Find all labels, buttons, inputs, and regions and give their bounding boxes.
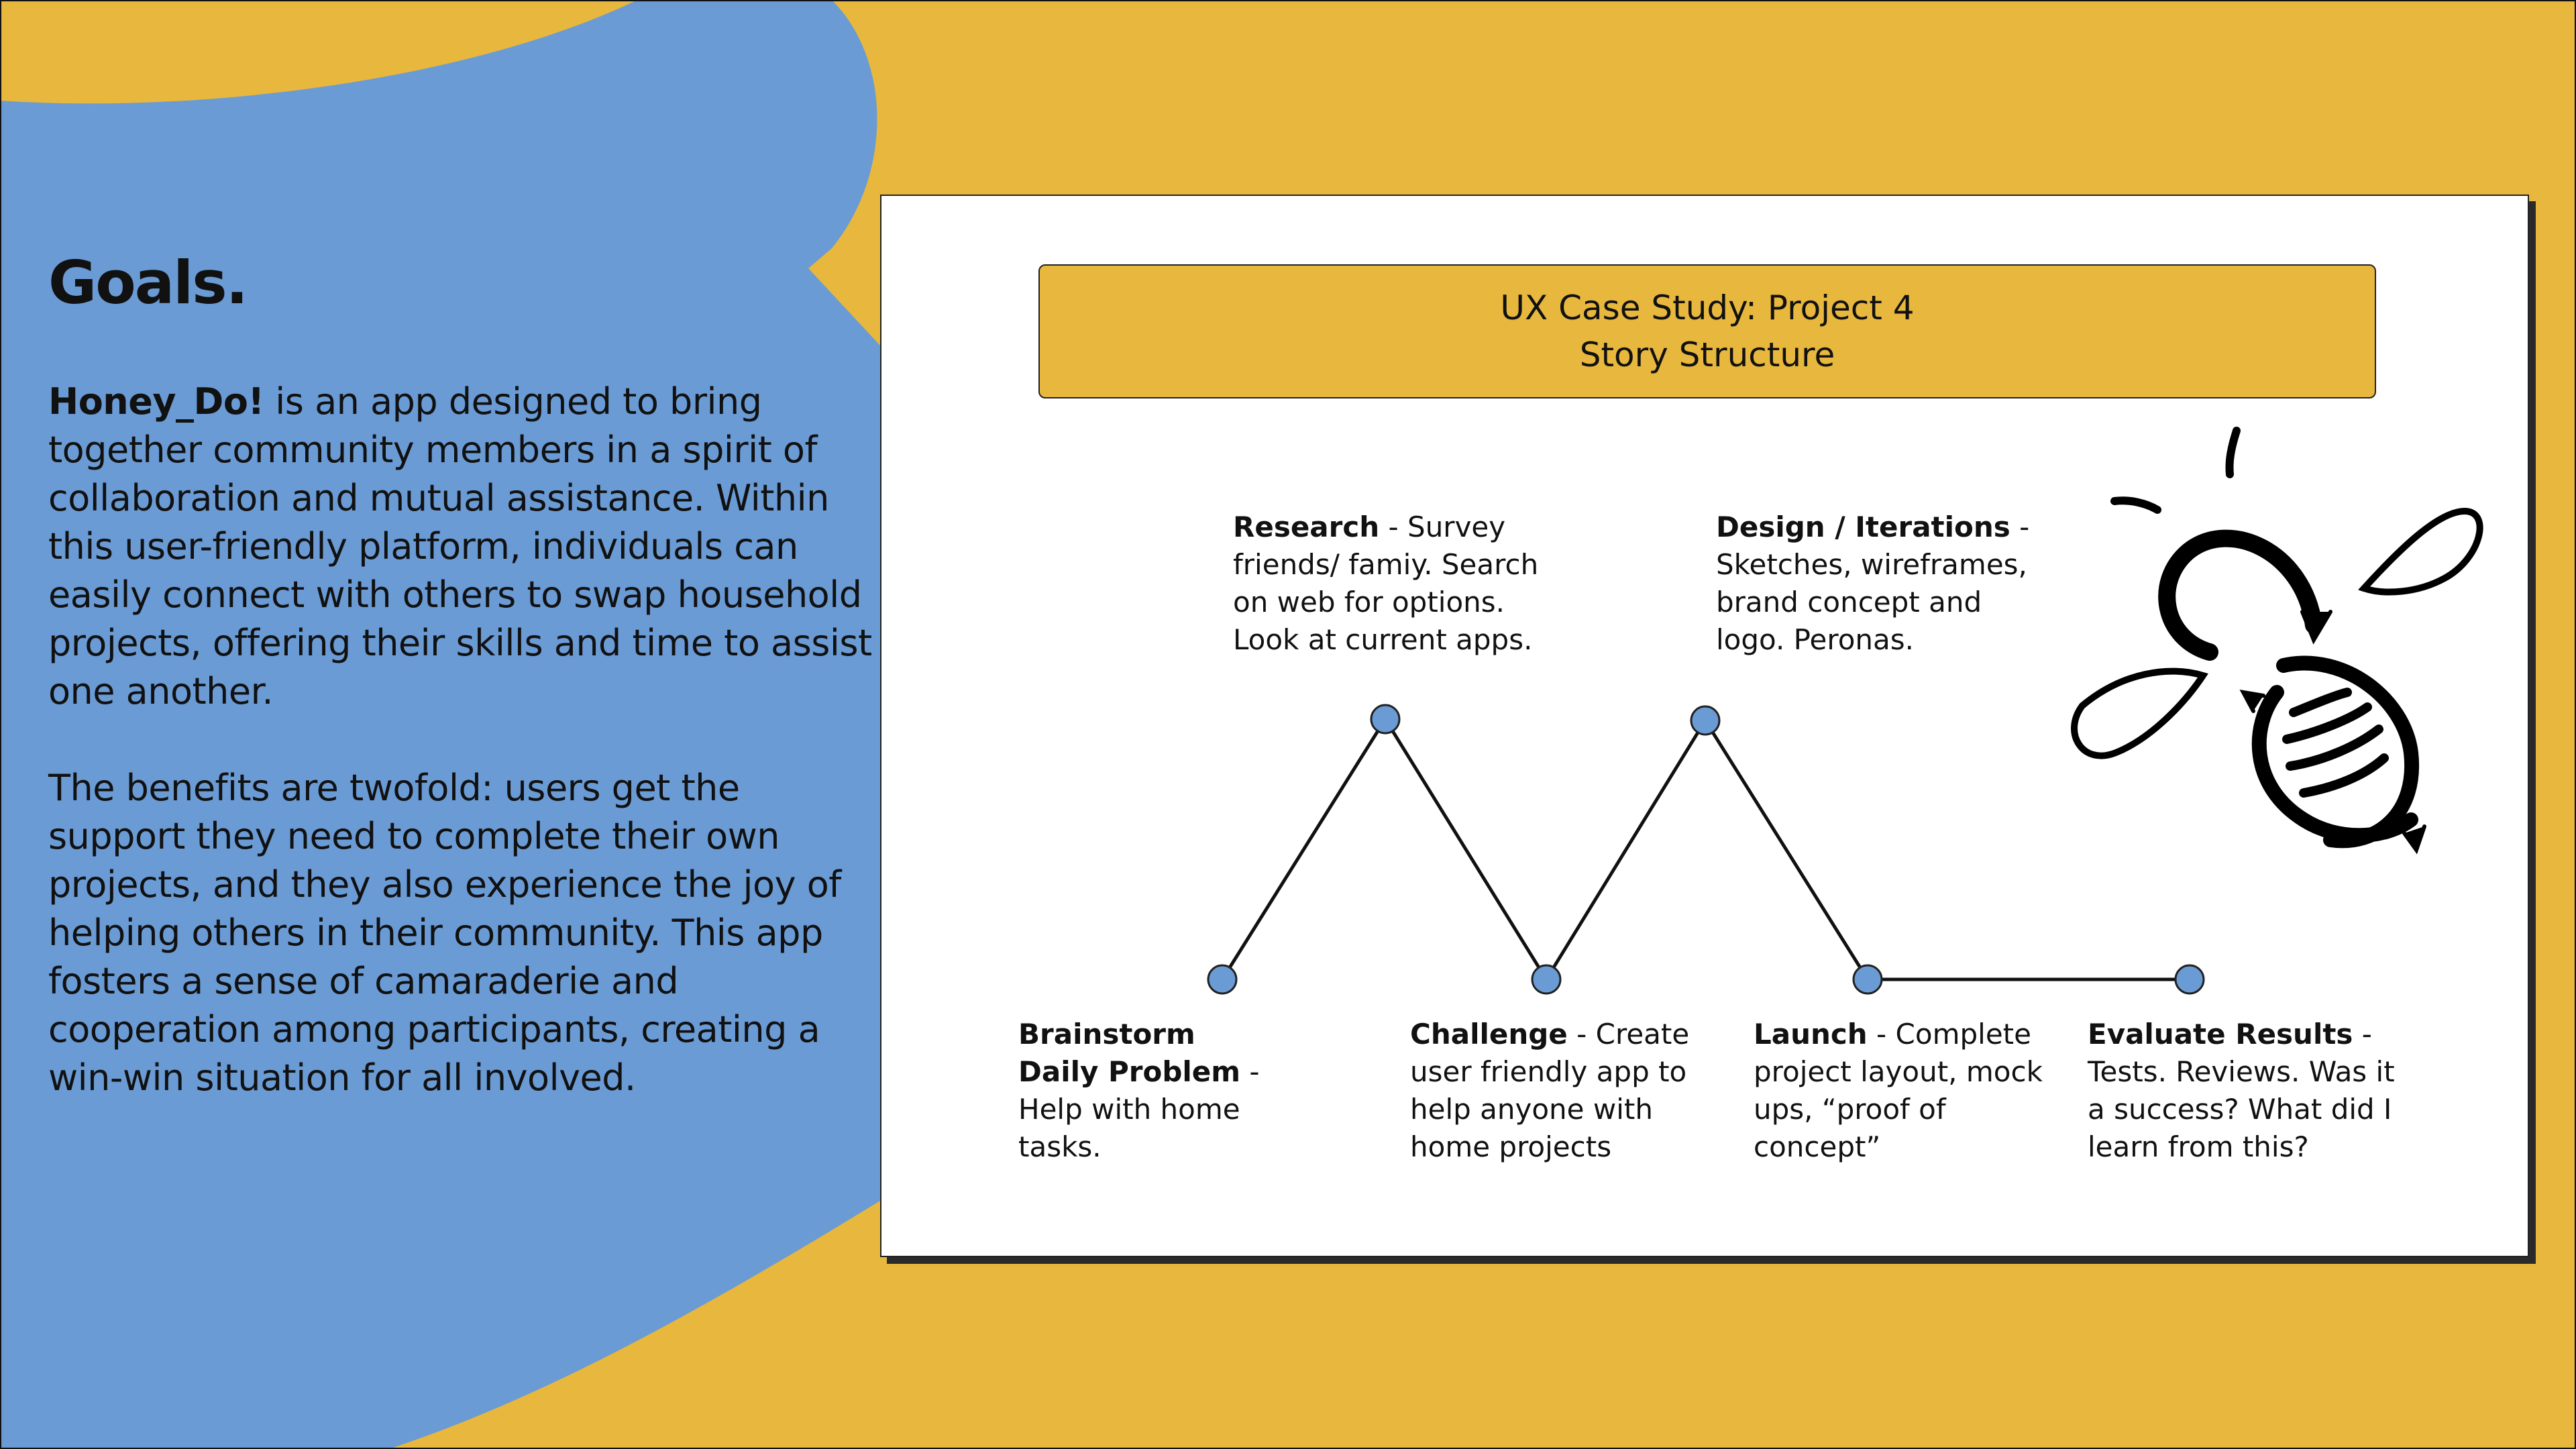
goals-heading: Goals. [48,248,248,317]
stage-title: Evaluate Results [2088,1018,2353,1051]
goals-paragraph-1: Honey_Do! is an app designed to bring to… [48,378,880,716]
stage-title: Challenge [1410,1018,1568,1051]
stage-text: - Survey friends/ famiy. Search on web f… [1233,511,1539,656]
stage-launch: Launch - Complete project layout, mock u… [1754,1016,2069,1166]
bee-logo-icon [2071,427,2483,855]
timeline-node-launch [1852,964,1883,995]
timeline-node-challenge [1531,964,1562,995]
stage-text: - Tests. Reviews. Was it a success? What… [2088,1018,2395,1163]
stage-design: Design / Iterations - Sketches, wirefram… [1716,508,2031,659]
stage-title: Launch [1754,1018,1868,1051]
brand-name: Honey_Do! [48,380,264,423]
stage-text: - Create user friendly app to help anyon… [1410,1018,1690,1163]
goals-body: Honey_Do! is an app designed to bring to… [48,378,880,1102]
stage-challenge: Challenge - Create user friendly app to … [1410,1016,1692,1166]
timeline-path [1220,716,2190,983]
stage-brainstorm: Brainstorm Daily Problem - Help with hom… [1018,1016,1260,1166]
stage-text: - Complete project layout, mock ups, “pr… [1754,1018,2043,1163]
blue-blob [0,0,880,1449]
banner-title: UX Case Study: Project 4 [1500,288,1915,327]
goals-paragraph-2: The benefits are twofold: users get the … [48,767,841,1099]
goals-paragraph-1-text: is an app designed to bring together com… [48,380,872,712]
timeline-node-evaluate [2174,964,2205,995]
timeline-node-design [1690,705,1721,736]
stage-title: Design / Iterations [1716,511,2010,543]
timeline-node-research [1370,704,1401,735]
stage-title: Brainstorm Daily Problem [1018,1018,1241,1088]
timeline-node-brainstorm [1207,964,1238,995]
stage-text: - Help with home tasks. [1018,1055,1260,1163]
story-timeline [1207,427,2483,995]
stage-evaluate: Evaluate Results - Tests. Reviews. Was i… [2088,1016,2403,1166]
stage-text: - Sketches, wireframes, brand concept an… [1716,511,2030,656]
banner-subtitle: Story Structure [1579,335,1835,374]
story-structure-card: UX Case Study: Project 4 Story Structure [880,195,2529,1257]
stage-research: Research - Survey friends/ famiy. Search… [1233,508,1542,659]
case-study-banner: UX Case Study: Project 4 Story Structure [1038,264,2376,398]
goals-section: Goals. Honey_Do! is an app designed to b… [48,248,880,1102]
stage-title: Research [1233,511,1380,543]
